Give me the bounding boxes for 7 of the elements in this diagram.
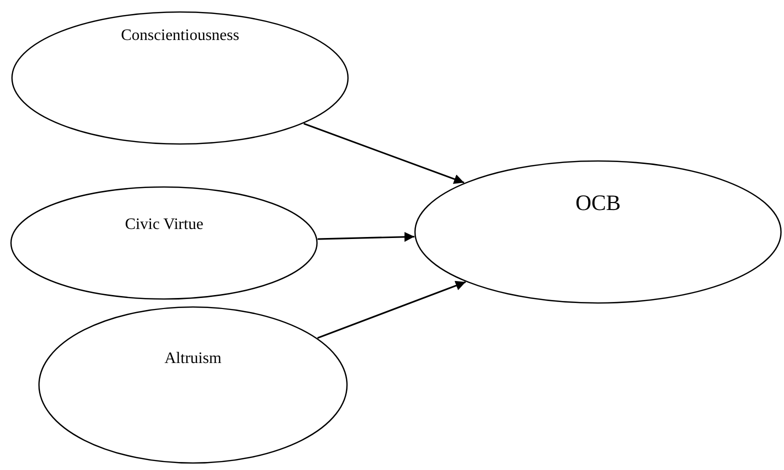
node-label: Altruism [164, 350, 222, 368]
arrow [317, 280, 466, 339]
node-label: Conscientiousness [121, 27, 240, 45]
node-label: Civic Virtue [125, 216, 204, 234]
arrow [318, 232, 414, 242]
node-label: OCB [576, 190, 621, 216]
arrow [304, 122, 464, 184]
